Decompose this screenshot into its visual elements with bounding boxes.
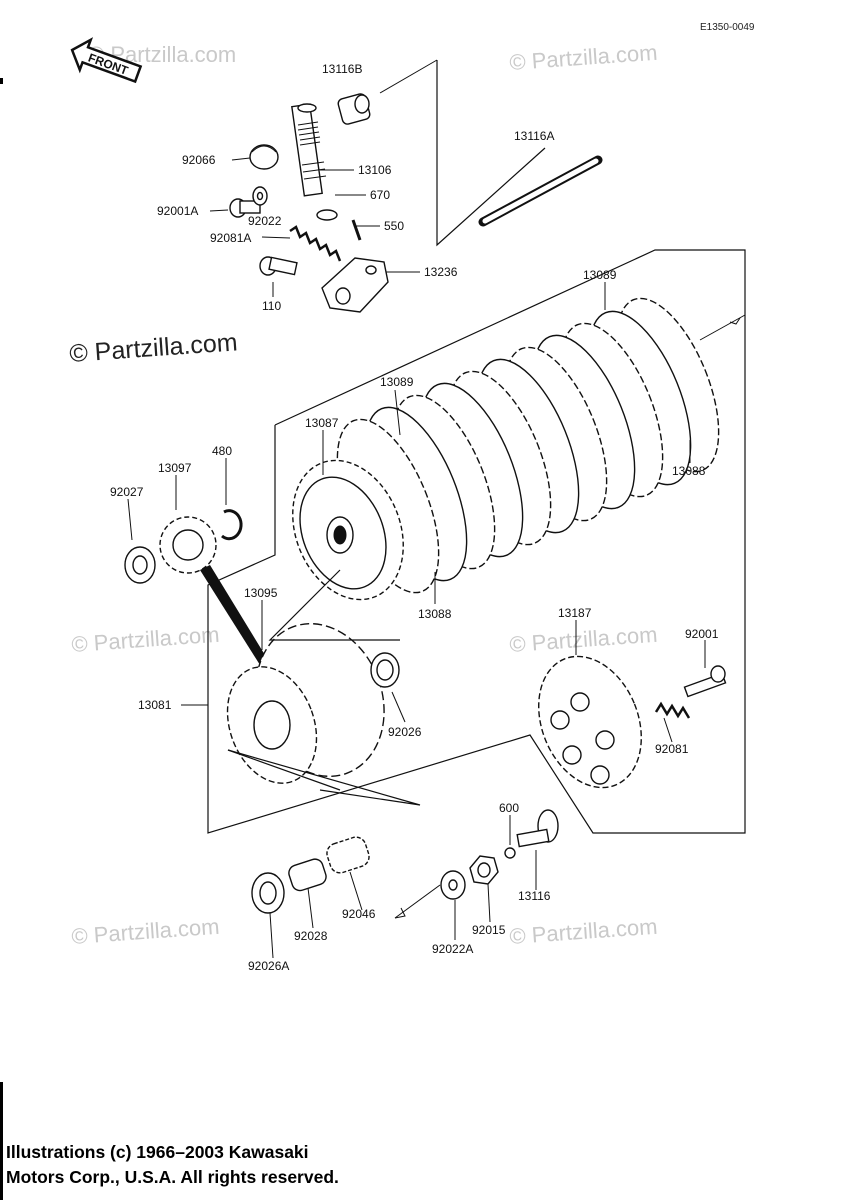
label-13081: 13081 (138, 698, 172, 712)
label-13088-mid: 13088 (418, 607, 452, 621)
label-13106: 13106 (358, 163, 392, 177)
left-edge-bar (0, 1082, 3, 1200)
copyright-line-1: Illustrations (c) 1966–2003 Kawasaki (6, 1142, 309, 1162)
label-92001A: 92001A (157, 204, 198, 218)
label-92026: 92026 (388, 725, 422, 739)
part-13097 (159, 516, 217, 574)
front-arrow: FRONT (70, 37, 143, 84)
label-92081A: 92081A (210, 231, 251, 245)
part-13087 (292, 459, 404, 601)
part-92081 (654, 701, 691, 719)
label-110: 110 (262, 299, 281, 313)
part-92001 (683, 665, 727, 698)
label-92026A: 92026A (248, 959, 289, 973)
part-13081 (226, 666, 318, 784)
label-600: 600 (499, 801, 519, 815)
label-13095: 13095 (244, 586, 278, 600)
label-92022: 92022 (248, 214, 282, 228)
leader-lines (127, 157, 706, 959)
label-92081: 92081 (655, 742, 689, 756)
label-480: 480 (212, 444, 232, 458)
part-labels: 13116B 13116A 92066 13106 670 92001A 920… (110, 62, 719, 973)
label-550: 550 (384, 219, 404, 233)
part-110 (259, 256, 298, 276)
part-92026 (370, 652, 400, 688)
part-480 (221, 509, 243, 541)
part-13236 (321, 257, 389, 313)
label-670: 670 (370, 188, 390, 202)
label-92022A: 92022A (432, 942, 473, 956)
label-13089-top: 13089 (583, 268, 617, 282)
part-92026A (251, 872, 285, 914)
watermark-main: © Partzilla.com (68, 328, 238, 368)
part-670 (316, 209, 338, 221)
label-92001: 92001 (685, 627, 719, 641)
label-13116A: 13116A (514, 129, 554, 143)
diagram-code: E1350-0049 (700, 22, 755, 33)
assembly-outline (207, 59, 746, 834)
part-92081A (289, 225, 342, 262)
part-92022A (440, 870, 466, 900)
watermark-mid-left: © Partzilla.com (71, 622, 221, 657)
label-92046: 92046 (342, 907, 376, 921)
label-13087: 13087 (305, 416, 339, 430)
label-92027: 92027 (110, 485, 144, 499)
label-13116B: 13116B (322, 62, 362, 76)
part-92001A (229, 198, 261, 218)
label-92028: 92028 (294, 929, 328, 943)
watermark-bottom-left: © Partzilla.com (71, 914, 221, 949)
label-13097: 13097 (158, 461, 192, 475)
watermark-top-right: © Partzilla.com (509, 40, 659, 75)
part-600 (504, 847, 516, 859)
copyright-notice: Illustrations (c) 1966–2003 Kawasaki Mot… (6, 1140, 339, 1190)
part-92046 (326, 836, 370, 874)
label-13187: 13187 (558, 606, 592, 620)
label-92066: 92066 (182, 153, 216, 167)
part-13106 (291, 103, 327, 197)
part-92066 (249, 144, 279, 170)
part-92027 (124, 546, 156, 584)
copyright-line-2: Motors Corp., U.S.A. All rights reserved… (6, 1167, 339, 1187)
part-550 (351, 219, 362, 241)
watermark-mid-right: © Partzilla.com (509, 622, 659, 657)
part-13116B (337, 93, 371, 125)
part-92022 (252, 186, 268, 206)
label-92015: 92015 (472, 923, 506, 937)
label-13116: 13116 (518, 889, 551, 903)
part-92028 (288, 858, 327, 892)
watermark-bottom-right: © Partzilla.com (509, 914, 659, 949)
label-13088-right: 13088 (672, 464, 706, 478)
part-92015 (469, 855, 499, 885)
part-13187 (538, 655, 642, 789)
label-13236: 13236 (424, 265, 458, 279)
label-13089-mid: 13089 (380, 375, 414, 389)
part-13116A (478, 155, 603, 227)
part-13116 (516, 809, 559, 848)
